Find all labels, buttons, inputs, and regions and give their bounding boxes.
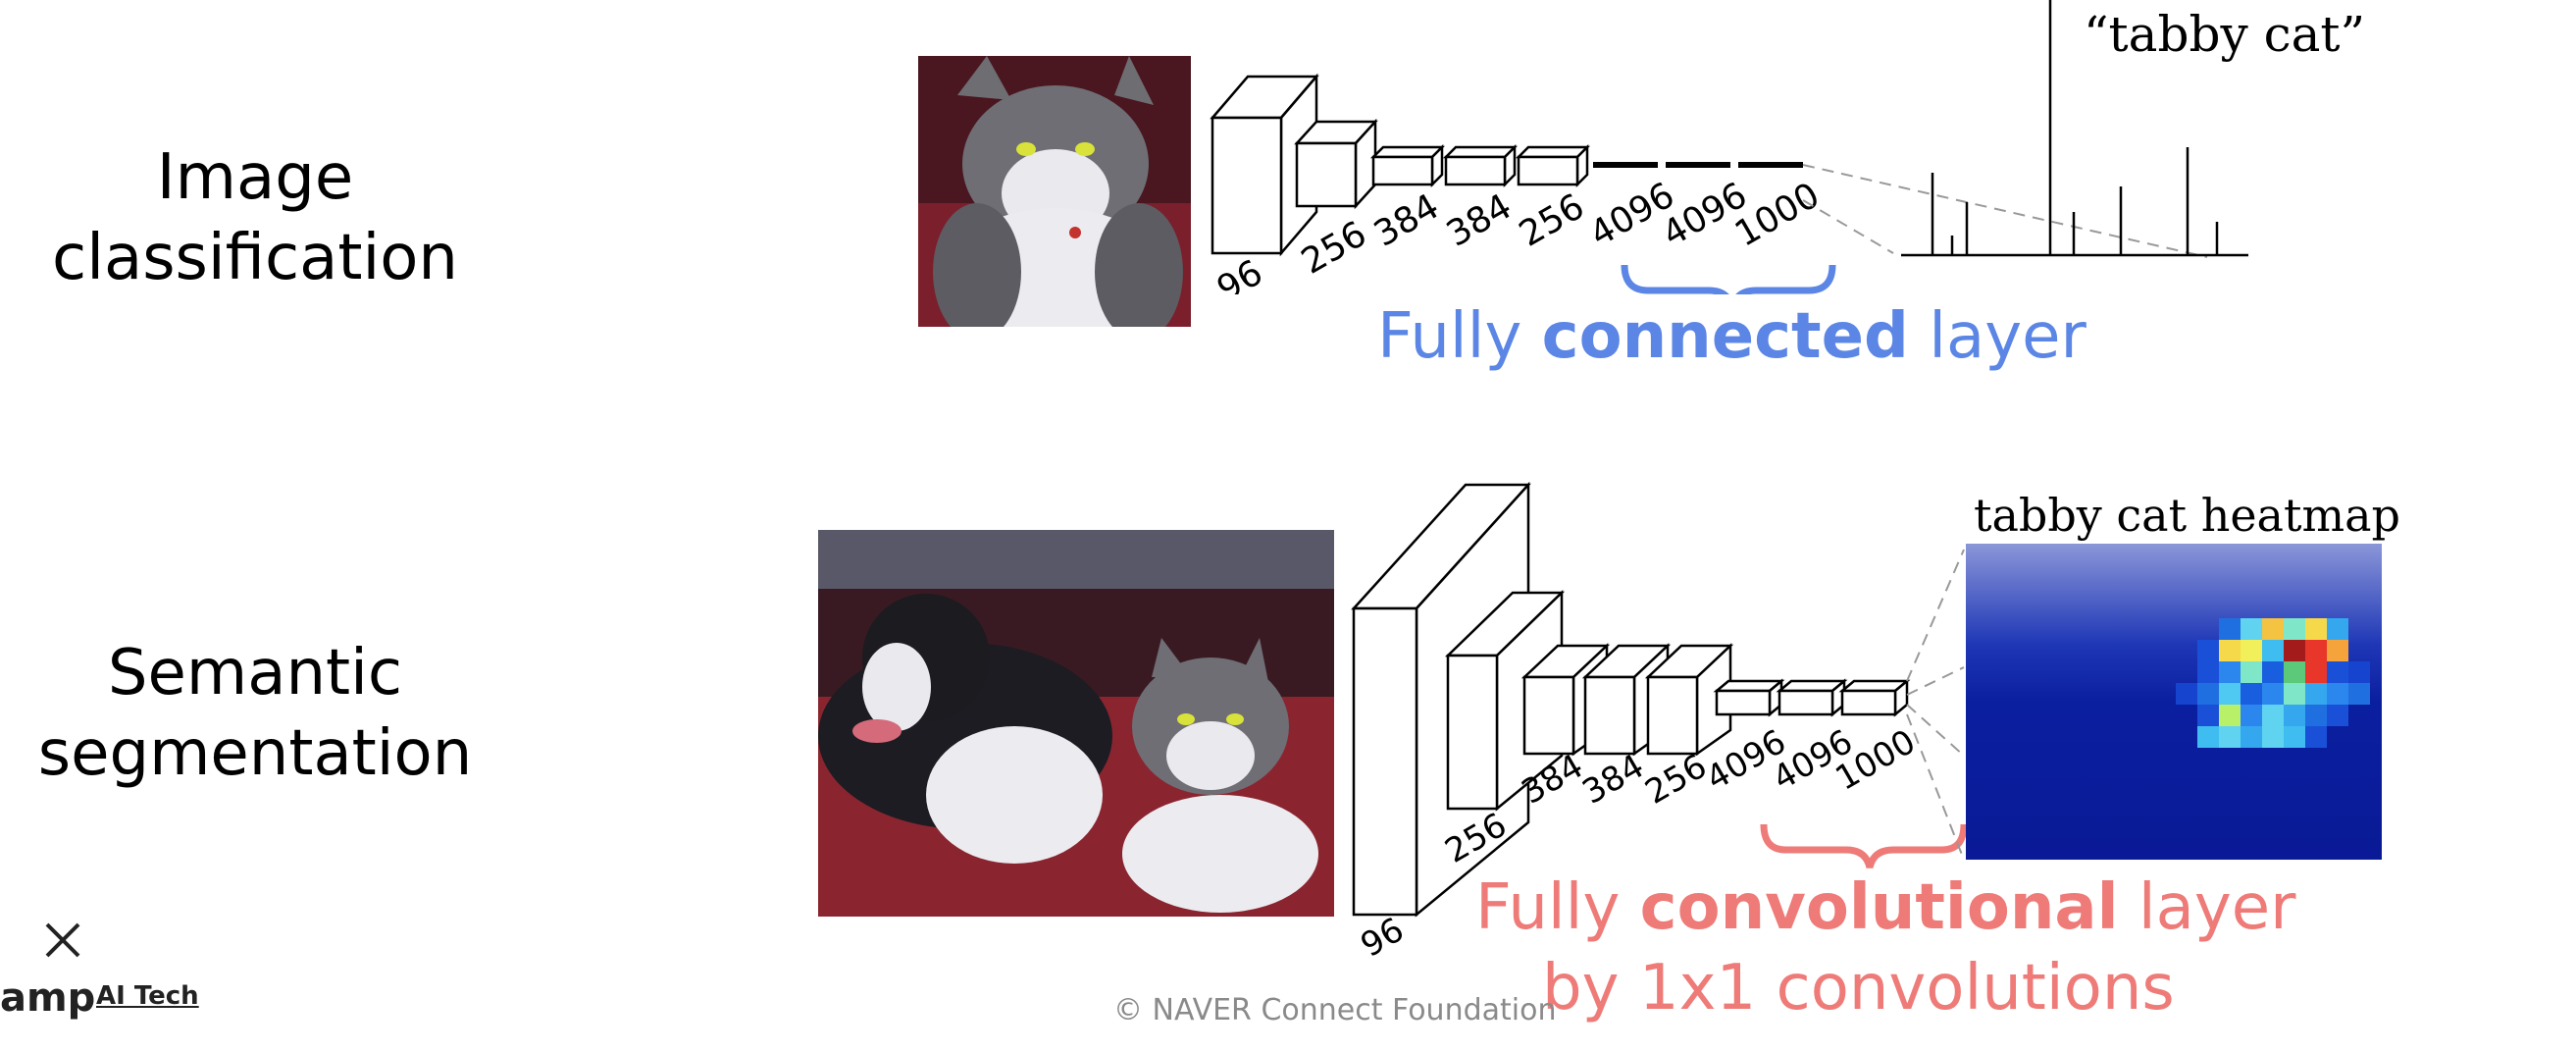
fully-convolutional-caption: Fully convolutional layer [1475,871,2295,944]
segmentation-network: 96 256 384 384 256 4096 4096 1000 [1351,481,1968,966]
layer-label: 96 [1355,911,1411,966]
fully-connected-caption: Fully connected layer [1377,300,2087,373]
caption-bold: convolutional [1639,871,2119,944]
layer-label: 256 [1639,747,1714,813]
tabby-cat-heatmap [1966,544,2382,860]
brace-icon [1760,823,1968,868]
layer-label: 96 [1211,252,1269,294]
one-by-one-caption: by 1x1 convolutions [1542,952,2175,1025]
caption-bold: connected [1541,300,1909,373]
brand-sub-text: AI Tech [96,981,199,1011]
heatmap-title: tabby cat heatmap [1974,489,2400,542]
row-label-line: Semantic [107,637,403,710]
brand-logo-text: amp [0,975,96,1021]
class-score-histogram [1901,0,2248,257]
semantic-segmentation-label: Semantic segmentation [0,633,510,794]
heatmap-cells [2176,618,2370,748]
brace-icon [1621,264,1836,294]
caption-pre: Fully [1475,871,1640,944]
cat-photo [918,56,1191,327]
row-label-line: Image [156,141,354,214]
caption-pre: Fully [1377,300,1542,373]
layer-label: 384 [1440,186,1519,255]
dog-cat-photo [818,530,1334,917]
layer-label: 256 [1513,186,1591,255]
row-label-line: segmentation [37,717,473,790]
layer-label: 384 [1367,186,1446,255]
output-label: “tabby cat” [2084,6,2366,63]
row-label-line: classification [52,222,458,294]
dashed-connectors [1906,549,1965,861]
classification-network: 96 256 384 384 256 4096 4096 1000 [1210,0,2248,294]
close-icon [45,922,80,958]
image-classification-label: Image classification [0,137,510,298]
conv-blocks [1210,73,1591,257]
caption-post: layer [2118,871,2296,944]
dashed-connectors [1802,164,2208,258]
layer-label: 1000 [1728,175,1827,254]
caption-post: layer [1908,300,2087,373]
copyright-footer: © NAVER Connect Foundation [1113,993,1557,1027]
conv-blocks [1351,481,1911,918]
